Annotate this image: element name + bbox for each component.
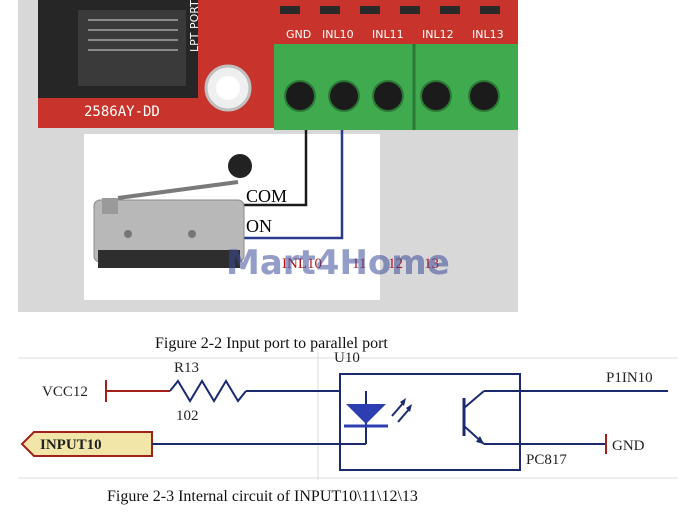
com-wire — [244, 130, 308, 207]
terminal-label-inl11: INL11 — [372, 28, 404, 41]
internal-circuit: VCC12 R13 102 U10 INPUT10 P1IN10 GND — [18, 350, 678, 480]
ground-label: GND — [612, 438, 645, 454]
wiring-photo: LPT PORT 2586AY-DD GND INL10 INL11 INL12… — [18, 0, 518, 312]
com-label: COM — [246, 186, 287, 206]
wiring-photo-drawing: LPT PORT 2586AY-DD GND INL10 INL11 INL12… — [18, 0, 518, 312]
circuit-schematic: VCC12 R13 102 U10 INPUT10 P1IN10 GND — [18, 350, 678, 480]
resistor-symbol — [169, 379, 247, 403]
optocoupler-box — [339, 373, 521, 471]
resistor-name: R13 — [174, 360, 199, 376]
watermark: Mart4Home — [226, 243, 450, 283]
lpt-port-label: LPT PORT — [188, 0, 201, 52]
input-label-inl10: INL10 — [282, 256, 322, 272]
terminal-label-inl10: INL10 — [322, 28, 354, 41]
input-label-12: 12 — [388, 256, 403, 272]
terminal-screw — [328, 80, 360, 112]
light-arrow-icon — [391, 401, 405, 417]
input-label-13: 13 — [424, 256, 439, 272]
terminal-screw — [372, 80, 404, 112]
output-label: P1IN10 — [606, 370, 653, 386]
terminal-label-inl12: INL12 — [422, 28, 454, 41]
on-label: ON — [246, 216, 272, 236]
input-label: INPUT10 — [40, 437, 102, 453]
terminal-screw — [468, 80, 500, 112]
terminal-label-inl13: INL13 — [472, 28, 504, 41]
terminal-label-gnd: GND — [286, 28, 311, 41]
figure-2-2-caption: Figure 2-2 Input port to parallel port — [155, 335, 388, 352]
resistor-value: 102 — [176, 408, 199, 424]
micro-switch — [93, 154, 252, 268]
ic-name: U10 — [334, 352, 360, 366]
led-symbol — [346, 404, 386, 424]
terminal-screw — [284, 80, 316, 112]
figure-2-3-caption: Figure 2-3 Internal circuit of INPUT10\1… — [107, 488, 418, 505]
on-wire — [244, 130, 344, 240]
terminal-screw — [420, 80, 452, 112]
optocoupler-part: PC817 — [526, 452, 567, 468]
input-label-11: 11 — [352, 256, 366, 272]
vcc-label: VCC12 — [42, 384, 88, 400]
board-label: 2586AY-DD — [84, 104, 160, 120]
